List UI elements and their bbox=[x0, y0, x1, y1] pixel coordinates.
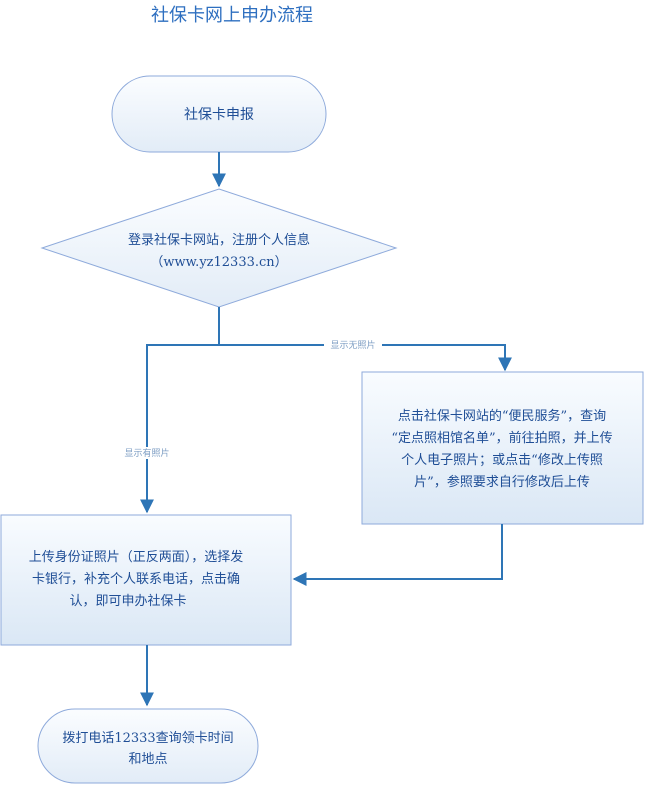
edge-label-has-photo: 显示有照片 bbox=[124, 447, 169, 459]
edge-label-no-photo-group: 显示无照片 bbox=[324, 339, 382, 351]
no-photo-node-line-3: 个人电子照片；或点击“修改上传照 bbox=[401, 453, 603, 468]
edge-no-photo bbox=[219, 344, 512, 372]
edge-label-no-photo: 显示无照片 bbox=[330, 339, 375, 351]
start-node: 社保卡申报 bbox=[111, 75, 327, 153]
end-node-line-2: 和地点 bbox=[128, 752, 167, 767]
no-photo-node-line-4: 片”，参照要求自行修改后上传 bbox=[414, 474, 590, 490]
register-node-line-2: （www.yz12333.cn） bbox=[150, 255, 287, 270]
edge-label-has-photo-group: 显示有照片 bbox=[118, 447, 176, 459]
start-node-line-1: 社保卡申报 bbox=[184, 107, 254, 123]
upload-node-line-2: 卡银行，补充个人联系电话，点击确 bbox=[32, 571, 240, 587]
upload-node-line-3: 认，即可申办社保卡 bbox=[69, 593, 186, 609]
upload-process-node: 上传身份证照片（正反两面），选择发 卡银行，补充个人联系电话，点击确 认，即可申… bbox=[0, 514, 292, 646]
no-photo-node-line-1: 点击社保卡网站的“便民服务”，查询 bbox=[398, 408, 606, 424]
edge-no-photo-to-upload bbox=[292, 524, 503, 586]
no-photo-node-line-2: “定点照相馆名单”，前往拍照，并上传 bbox=[391, 430, 612, 446]
no-photo-process-node: 点击社保卡网站的“便民服务”，查询 “定点照相馆名单”，前往拍照，并上传 个人电… bbox=[361, 371, 644, 525]
edge-has-photo bbox=[140, 344, 219, 514]
upload-node-line-1: 上传身份证照片（正反两面），选择发 bbox=[29, 549, 244, 565]
register-decision-node: 登录社保卡网站，注册个人信息 （www.yz12333.cn） bbox=[40, 188, 398, 308]
diagram-title: 社保卡网上申办流程 bbox=[151, 5, 313, 26]
end-node: 拨打电话12333查询领卡时间 和地点 bbox=[37, 708, 259, 784]
register-node-line-1: 登录社保卡网站，注册个人信息 bbox=[128, 232, 310, 248]
end-node-line-1: 拨打电话12333查询领卡时间 bbox=[62, 731, 233, 746]
